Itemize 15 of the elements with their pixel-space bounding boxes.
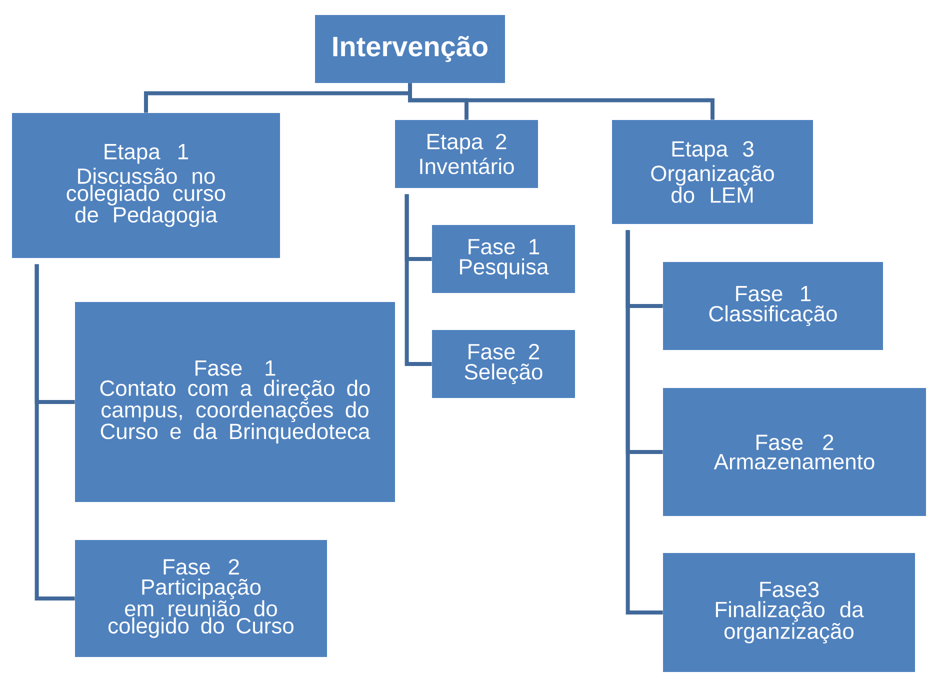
phase-box: Fase 2 Armazenamento xyxy=(663,388,926,516)
phase-box: Fase3 Finalização da organzização xyxy=(663,553,916,672)
phase-box: Fase 2 Participação em reunião do colegido do Curso xyxy=(75,540,327,657)
stage-box: Etapa 2 Inventário xyxy=(395,120,538,188)
connector-line xyxy=(408,83,714,120)
stage-box: Etapa 3 Organização do LEM xyxy=(612,120,813,224)
stage-box: Etapa 1 Discussão no colegiado curso de Pedagogia xyxy=(12,113,280,258)
phase-box: Fase 1 Contato com a direção do campus, coordenações do Curso e da Brinquedoteca xyxy=(75,302,395,502)
phase-box: Fase 1 Classificação xyxy=(663,262,883,350)
connector-line xyxy=(626,230,663,614)
root-box: Intervenção xyxy=(315,15,505,83)
connector-line xyxy=(404,194,432,366)
connector-line xyxy=(34,264,75,600)
phase-box: Fase 1 Pesquisa xyxy=(432,225,575,293)
phase-box: Fase 2 Seleção xyxy=(432,330,575,398)
